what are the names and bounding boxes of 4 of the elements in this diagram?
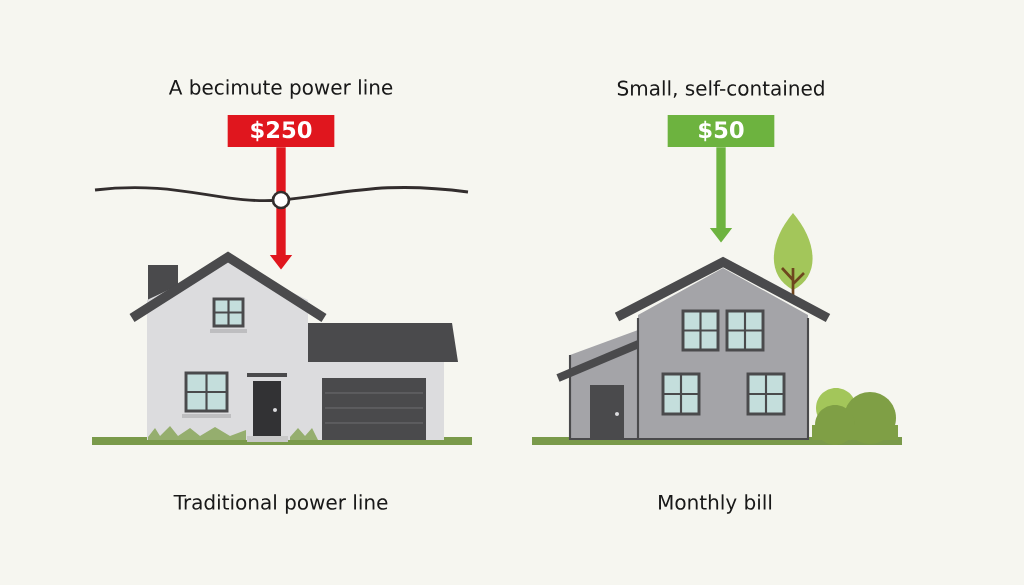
house-drawing: [532, 213, 902, 445]
price-tag: $250: [227, 115, 335, 147]
price-tag: $50: [667, 115, 775, 147]
house-drawing: [92, 251, 472, 445]
